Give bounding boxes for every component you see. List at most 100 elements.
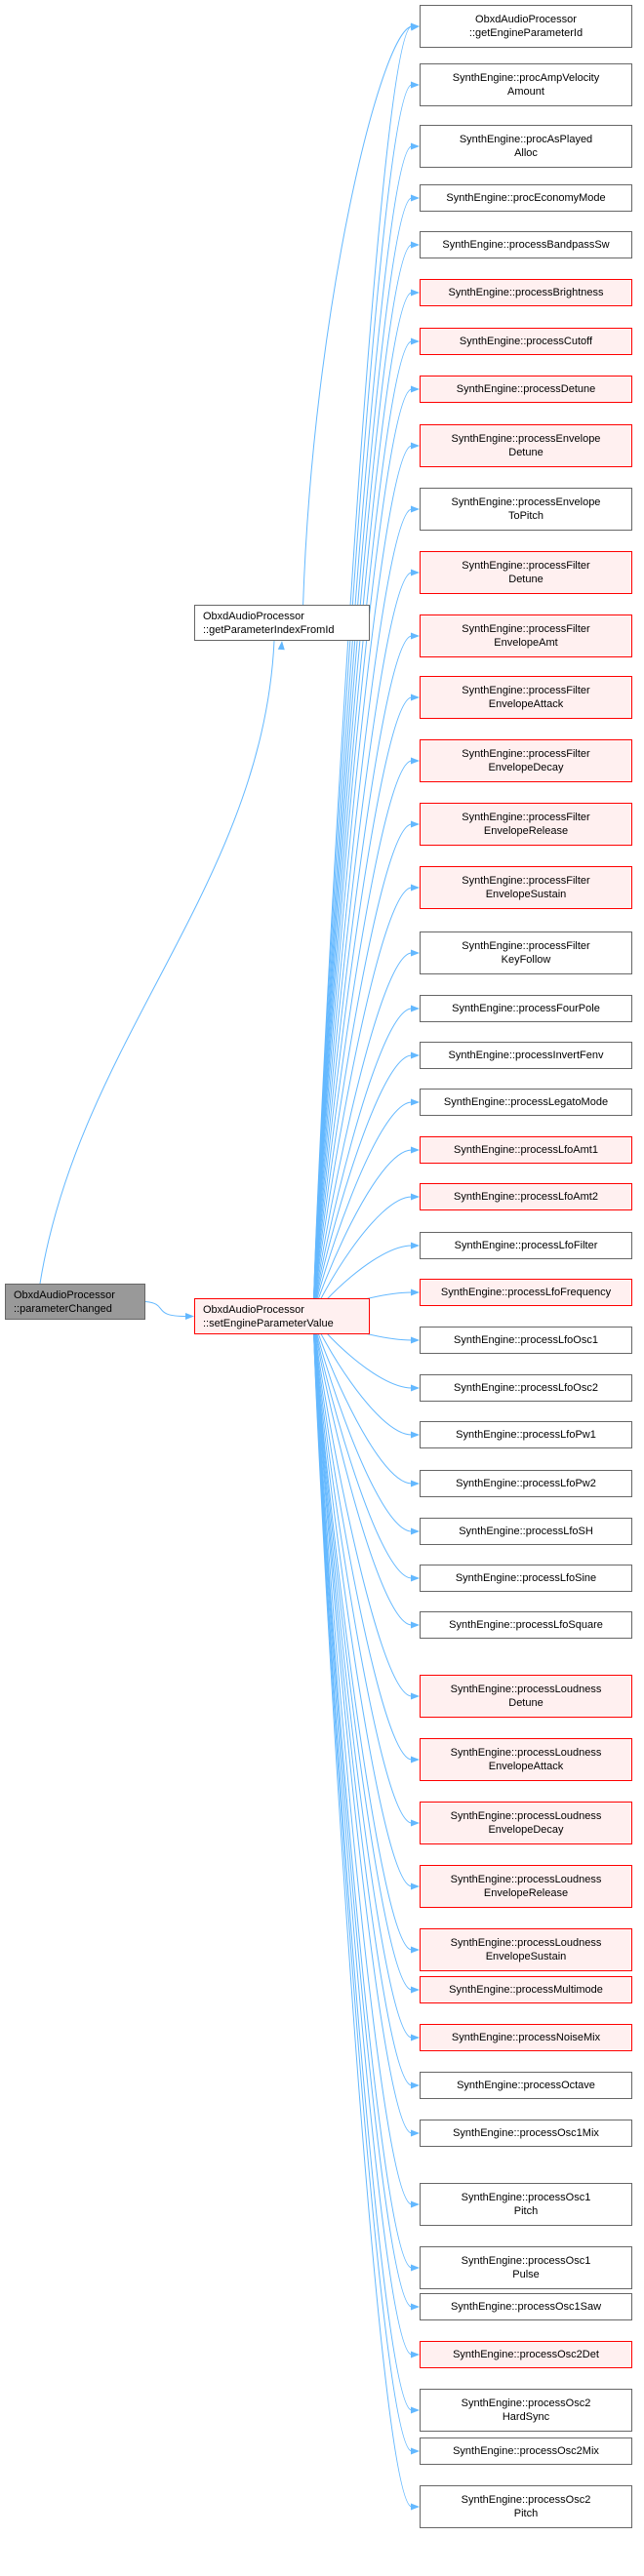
node-label-line: HardSync <box>502 2411 550 2423</box>
edge-arrowhead <box>411 632 420 640</box>
node-label-line: SynthEngine::processOsc2 <box>461 2398 591 2409</box>
node-synthengine-proceconomymode[interactable]: SynthEngine::procEconomyMode <box>420 184 632 212</box>
node-label-line: Pitch <box>513 2205 539 2217</box>
edge-sepv-to-t29 <box>312 1316 413 1579</box>
edge-sepv-to-t34 <box>312 1316 413 1887</box>
node-synthengine-processosc2mix[interactable]: SynthEngine::processOsc2Mix <box>420 2437 632 2465</box>
node-obxdaudioprocessor-getparameterindexfromid[interactable]: ObxdAudioProcessor::getParameterIndexFro… <box>194 605 370 641</box>
edge-arrowhead <box>411 694 420 701</box>
node-synthengine-processlfofilter[interactable]: SynthEngine::processLfoFilter <box>420 1232 632 1259</box>
node-synthengine-processlfopw2[interactable]: SynthEngine::processLfoPw2 <box>420 1470 632 1497</box>
edge-arrowhead <box>411 1288 420 1296</box>
node-label-line: Pulse <box>512 2269 540 2280</box>
edge-arrowhead <box>411 2081 420 2089</box>
node-label-line: Detune <box>508 447 543 458</box>
node-label-line: EnvelopeAmt <box>494 637 558 649</box>
edge-sepv-to-t14 <box>312 823 413 1317</box>
node-label-line: SynthEngine::processLegatoMode <box>443 1096 609 1108</box>
node-label-line: SynthEngine::processOsc1Saw <box>450 2301 602 2313</box>
node-synthengine-processlfoamt1[interactable]: SynthEngine::processLfoAmt1 <box>420 1136 632 1164</box>
edge-sepv-to-t10 <box>312 572 413 1317</box>
node-synthengine-processosc1saw[interactable]: SynthEngine::processOsc1Saw <box>420 2293 632 2320</box>
edge-sepv-to-t12 <box>312 696 413 1317</box>
node-synthengine-processlfosquare[interactable]: SynthEngine::processLfoSquare <box>420 1611 632 1639</box>
node-label-line: SynthEngine::processOsc2Mix <box>453 2445 599 2457</box>
node-label-line: SynthEngine::processFilter <box>462 623 590 635</box>
edge-arrowhead <box>185 1313 194 1320</box>
node-synthengine-processlfofrequency[interactable]: SynthEngine::processLfoFrequency <box>420 1279 632 1306</box>
node-label-line: SynthEngine::processBandpassSw <box>442 239 610 251</box>
edge-arrowhead <box>411 1574 420 1582</box>
node-synthengine-processinvertfenv[interactable]: SynthEngine::processInvertFenv <box>420 1042 632 1069</box>
edge-arrowhead <box>411 2034 420 2041</box>
edge-arrowhead <box>411 1146 420 1154</box>
node-synthengine-processnoisemix[interactable]: SynthEngine::processNoiseMix <box>420 2024 632 2051</box>
node-synthengine-processlfoosc2[interactable]: SynthEngine::processLfoOsc2 <box>420 1374 632 1402</box>
edge-arrowhead <box>411 241 420 249</box>
node-synthengine-processlfosine[interactable]: SynthEngine::processLfoSine <box>420 1565 632 1592</box>
node-obxdaudioprocessor-getengineparameterid[interactable]: ObxdAudioProcessor::getEngineParameterId <box>420 5 632 48</box>
node-synthengine-processlfopw1[interactable]: SynthEngine::processLfoPw1 <box>420 1421 632 1448</box>
node-synthengine-processlfoosc1[interactable]: SynthEngine::processLfoOsc1 <box>420 1327 632 1354</box>
node-label-line: SynthEngine::processOsc1 <box>461 2192 591 2203</box>
node-synthengine-processlegatomode[interactable]: SynthEngine::processLegatoMode <box>420 1089 632 1116</box>
node-synthengine-processfourpole[interactable]: SynthEngine::processFourPole <box>420 995 632 1022</box>
node-label-line: ObxdAudioProcessor <box>14 1288 115 1301</box>
edge-arrowhead <box>411 1480 420 1487</box>
node-synthengine-processbrightness[interactable]: SynthEngine::processBrightness <box>420 279 632 306</box>
node-synthengine-processosc2det[interactable]: SynthEngine::processOsc2Det <box>420 2341 632 2368</box>
node-label-line: EnvelopeAttack <box>488 1761 564 1772</box>
node-label-line: EnvelopeRelease <box>483 825 569 837</box>
edge-arrowhead <box>411 2303 420 2311</box>
node-synthengine-processosc1mix[interactable]: SynthEngine::processOsc1Mix <box>420 2120 632 2147</box>
edge-arrowhead <box>411 1005 420 1012</box>
edge-gpi-to-t0 <box>302 25 413 606</box>
node-label-line: SynthEngine::processBrightness <box>448 287 604 298</box>
node-label-line: SynthEngine::processLfoOsc1 <box>454 1334 598 1346</box>
node-label-line: SynthEngine::processLfoSquare <box>449 1619 603 1631</box>
edge-arrowhead <box>411 1242 420 1249</box>
edge-arrowhead <box>411 289 420 297</box>
node-synthengine-processoctave[interactable]: SynthEngine::processOctave <box>420 2072 632 2099</box>
node-synthengine-processmultimode[interactable]: SynthEngine::processMultimode <box>420 1976 632 2003</box>
node-synthengine-processlfosh[interactable]: SynthEngine::processLfoSH <box>420 1518 632 1545</box>
edge-arrowhead <box>277 641 285 651</box>
edge-arrowhead <box>411 820 420 828</box>
edge-arrowhead <box>411 1692 420 1700</box>
edge-arrowhead <box>411 1882 420 1890</box>
edge-arrowhead <box>411 442 420 450</box>
node-label-line: SynthEngine::processLfoPw2 <box>456 1478 596 1489</box>
edge-sepv-to-t43 <box>312 1316 413 2356</box>
edge-sepv-to-t15 <box>312 887 413 1317</box>
node-label-line: Detune <box>508 1697 543 1709</box>
node-synthengine-processdetune[interactable]: SynthEngine::processDetune <box>420 376 632 403</box>
node-synthengine-processlfoamt2[interactable]: SynthEngine::processLfoAmt2 <box>420 1183 632 1210</box>
node-synthengine-processbandpasssw[interactable]: SynthEngine::processBandpassSw <box>420 231 632 258</box>
node-label-line: SynthEngine::processOsc2Det <box>453 2349 599 2360</box>
node-synthengine-processcutoff[interactable]: SynthEngine::processCutoff <box>420 328 632 355</box>
node-obxdaudioprocessor-setengineparametervalue[interactable]: ObxdAudioProcessor::setEngineParameterVa… <box>194 1298 370 1334</box>
edge-sepv-to-t18 <box>312 1054 413 1317</box>
edge-sepv-to-t30 <box>312 1316 413 1626</box>
edge-sepv-to-t19 <box>312 1101 413 1317</box>
